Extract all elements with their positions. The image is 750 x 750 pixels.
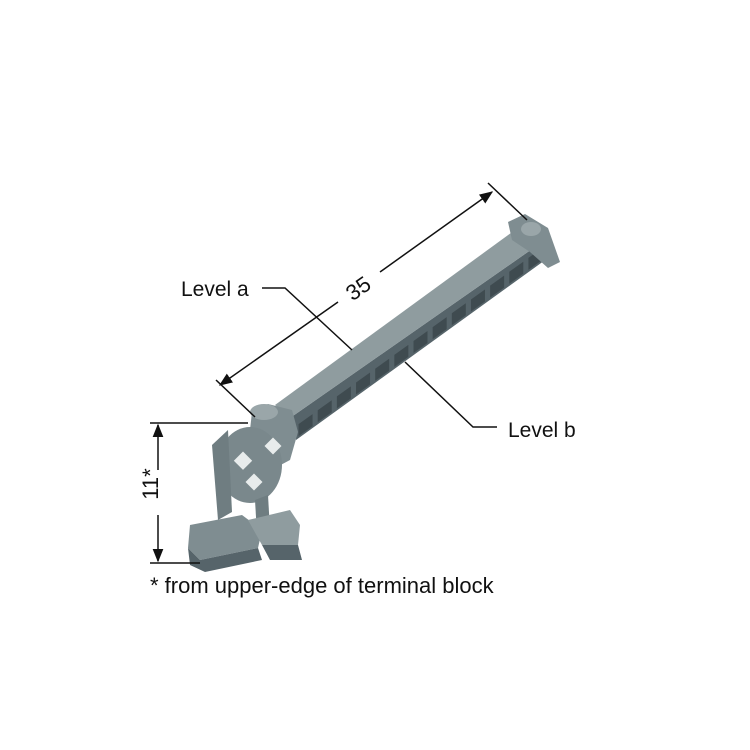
bar-slot [298,414,313,437]
bar-slot [336,386,351,409]
bar-slot [317,400,332,423]
dimension-label-height: 11* [138,468,163,500]
bar-slot [375,358,390,381]
dimension-11: 11* [138,422,248,564]
footnote: * from upper-edge of terminal block [150,573,495,598]
bar-slot [413,331,428,353]
dimension-arrow-right [379,191,494,273]
level-b-callout: Level b [404,361,576,442]
extension-line-left [215,379,256,418]
bar-slot [451,303,466,326]
bar-slot [394,344,409,367]
extension-line-right [487,182,528,221]
bar-slot [432,317,447,340]
dimension-label-length: 35 [341,271,375,306]
bar-slot [509,261,524,284]
level-b-label: Level b [508,419,576,442]
bar-slot [356,372,371,395]
level-a-label: Level a [181,278,249,301]
bar-slot [470,289,485,312]
bar-slot [490,275,505,298]
dimension-arrow-left [218,301,339,386]
marker-carrier-part [188,214,560,572]
level-a-callout: Level a [181,278,353,351]
